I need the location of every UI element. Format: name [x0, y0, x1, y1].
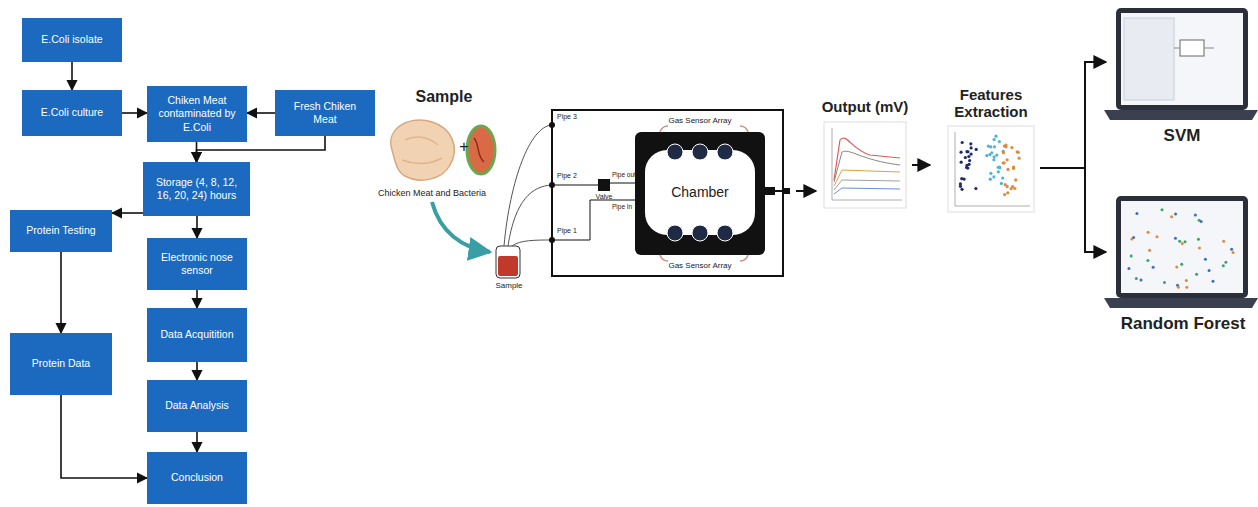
- process-box: Electronic nose sensor: [147, 238, 247, 290]
- valve-symbol: [598, 179, 610, 191]
- process-box: E.Coli culture: [22, 90, 122, 136]
- valve-label: Valve: [586, 193, 622, 201]
- flow-arrow: [196, 362, 198, 380]
- process-box: Protein Data: [10, 333, 112, 395]
- chicken-picture: [391, 120, 455, 180]
- box-text: Data Analysis: [165, 399, 229, 412]
- stage-title: Features Extraction: [936, 86, 1046, 121]
- flow-arrow: [60, 252, 62, 333]
- model-title: Random Forest: [1112, 314, 1254, 334]
- flow-arrow: [247, 112, 275, 114]
- stage-title: Output (mV): [810, 98, 920, 115]
- gas-sensor: [667, 144, 733, 241]
- pipe: [504, 125, 552, 246]
- port-label: Pipe 2: [557, 172, 597, 180]
- chamber-shape: [645, 150, 755, 235]
- flow-arrow: [71, 62, 73, 90]
- box-text: Storage (4, 8, 12, 16, 20, 24) hours: [149, 176, 244, 202]
- picture-caption: Chicken Meat and Bacteria: [372, 188, 492, 198]
- scatter-plot: [948, 126, 1034, 212]
- process-box: Protein Testing: [10, 210, 112, 252]
- box-text: Data Acquitition: [161, 328, 234, 341]
- box-text: Protein Testing: [26, 224, 95, 237]
- flow-arrow: [112, 212, 143, 214]
- port-label: Pipe out: [612, 171, 636, 178]
- port-label: Pipe In: [612, 203, 636, 210]
- box-text: Fresh Chiken Meat: [281, 100, 369, 126]
- sensor-label: Gas Sensor Array: [650, 261, 750, 270]
- port-label: Pipe 3: [557, 113, 597, 121]
- process-box: Conclusion: [147, 452, 247, 504]
- bacteria-picture: [467, 126, 495, 174]
- box-text: Protein Data: [32, 357, 90, 370]
- flow-arrow: [196, 290, 198, 308]
- box-text: Chiken Meat contaminated by E.Coli: [153, 94, 241, 133]
- model-title: SVM: [1132, 126, 1232, 146]
- flow-arrow: [61, 395, 147, 478]
- device-housing: [552, 110, 783, 276]
- flow-arrow: [796, 190, 816, 192]
- sample-jar: [496, 246, 520, 278]
- laptop-svm: [1104, 8, 1258, 120]
- plus-sign: +: [457, 138, 471, 156]
- process-box: Data Analysis: [147, 380, 247, 432]
- port-label: Pipe 1: [557, 227, 597, 235]
- sensor-block: [635, 132, 765, 255]
- box-text: Electronic nose sensor: [153, 251, 241, 277]
- flow-arrow: [196, 432, 198, 452]
- output-chart: [824, 122, 906, 208]
- chamber-label-box: Chamber: [645, 162, 755, 222]
- picture-caption: Sample: [490, 281, 528, 290]
- flow-arrow: [122, 112, 147, 114]
- flow-arrow: [196, 216, 198, 238]
- section-title: Sample: [404, 88, 484, 106]
- process-box: Data Acquitition: [147, 308, 247, 362]
- box-text: E.Coli isolate: [41, 33, 102, 46]
- process-box: Fresh Chiken Meat: [275, 90, 375, 136]
- laptop-random-forest: [1104, 196, 1258, 308]
- box-text: E.Coli culture: [41, 106, 103, 119]
- process-box: Storage (4, 8, 12, 16, 20, 24) hours: [143, 162, 250, 216]
- process-box: Chiken Meat contaminated by E.Coli: [147, 86, 247, 142]
- box-text: Conclusion: [171, 471, 223, 484]
- sensor-label: Gas Sensor Array: [650, 116, 750, 125]
- box-text: Chamber: [671, 184, 729, 200]
- transfer-arrow: [432, 202, 490, 252]
- process-box: E.Coli isolate: [22, 18, 122, 62]
